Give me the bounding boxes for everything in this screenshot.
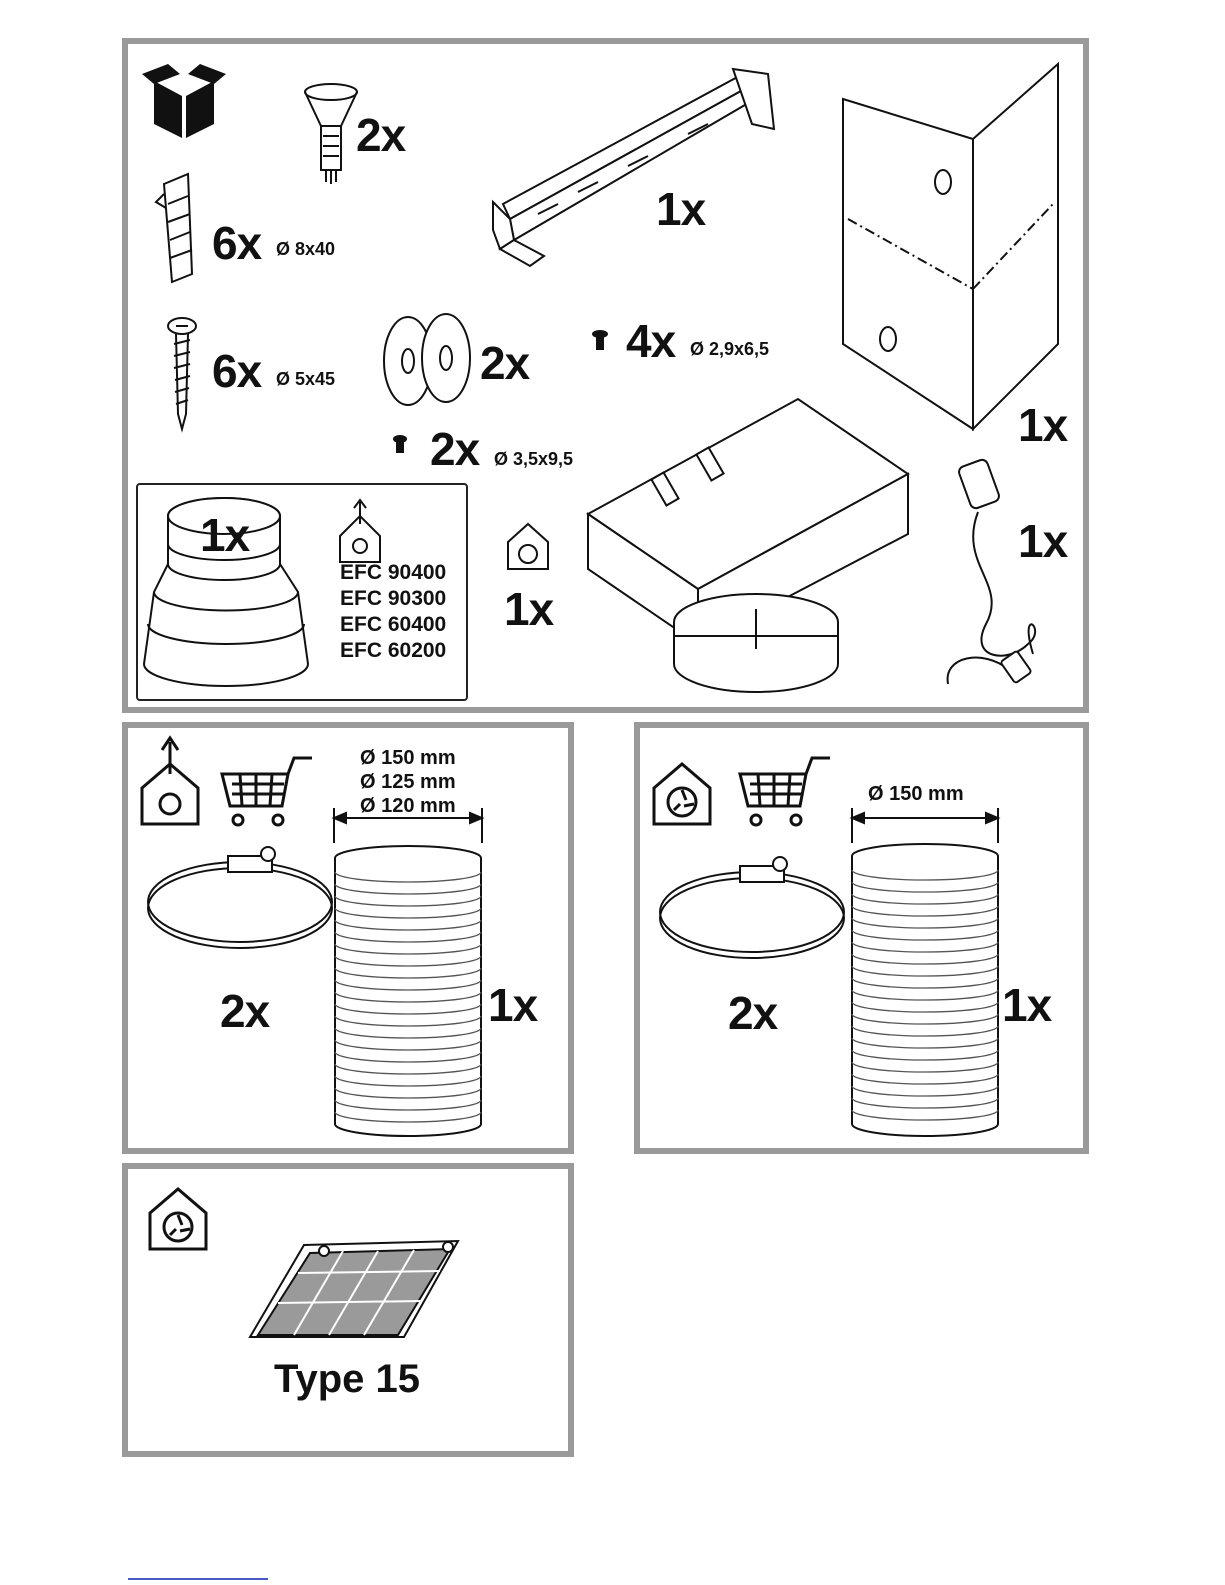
filter-illustration xyxy=(128,1169,568,1451)
small-screw-b-quantity: 2x xyxy=(430,426,479,472)
filter-type-label: Type 15 xyxy=(274,1359,420,1399)
model-label: EFC 60400 xyxy=(340,614,446,635)
hose-quantity: 1x xyxy=(1002,982,1051,1028)
model-label: EFC 60200 xyxy=(340,640,446,661)
screw-quantity: 2x xyxy=(356,112,405,158)
pipe-clamp-icon xyxy=(148,847,332,948)
ducted-illustration xyxy=(128,728,568,1148)
small-screw-b-diameter: Ø 3,5x9,5 xyxy=(494,450,573,468)
wall-bracket-icon xyxy=(493,69,774,266)
hose-quantity: 1x xyxy=(488,982,537,1028)
footer-link-underline xyxy=(128,1578,268,1580)
pipe-clamp-icon xyxy=(660,857,844,958)
model-label: EFC 90300 xyxy=(340,588,446,609)
plug-quantity: 6x xyxy=(212,220,261,266)
carbon-filter-panel: Type 15 xyxy=(122,1163,574,1457)
carbon-filter-icon xyxy=(250,1241,458,1337)
adapter-box-quantity: 1x xyxy=(504,586,553,632)
cable-quantity: 1x xyxy=(1018,518,1067,564)
woodscrew-quantity: 6x xyxy=(212,348,261,394)
recirculation-accessories-panel: Ø 150 mm 2x 1x xyxy=(634,722,1089,1154)
small-screw-a-quantity: 4x xyxy=(626,318,675,364)
hose-diameter: Ø 150 mm xyxy=(360,748,456,768)
house-extraction-icon xyxy=(142,738,198,824)
reducer-quantity: 1x xyxy=(200,512,249,558)
washer-quantity: 2x xyxy=(480,340,529,386)
clamp-quantity: 2x xyxy=(220,988,269,1034)
power-cable-icon xyxy=(948,458,1036,684)
wood-screw-icon xyxy=(168,318,196,429)
countersunk-screw-icon xyxy=(305,84,357,184)
washer-icon xyxy=(384,314,470,405)
chimney-quantity: 1x xyxy=(1018,402,1067,448)
house-recirculation-icon xyxy=(508,524,548,569)
flexible-hose-icon xyxy=(335,846,481,1136)
hose-diameter: Ø 125 mm xyxy=(360,772,456,792)
cart-icon xyxy=(740,758,830,825)
hose-diameter: Ø 150 mm xyxy=(868,784,964,804)
small-screw-a-diameter: Ø 2,9x6,5 xyxy=(690,340,769,358)
model-label: EFC 90400 xyxy=(340,562,446,583)
chimney-cover-icon xyxy=(843,64,1068,429)
bracket-quantity: 1x xyxy=(656,186,705,232)
contents-panel: 2x 1x 6x Ø 8x40 6x Ø 5x45 2x 4x Ø 2,9x6,… xyxy=(122,38,1089,713)
flexible-hose-icon xyxy=(852,844,998,1136)
house-recirculation-icon xyxy=(654,764,710,824)
cart-icon xyxy=(222,758,312,825)
wall-plug-icon xyxy=(156,174,192,282)
adapter-box-icon xyxy=(588,399,908,692)
hose-diameter: Ø 120 mm xyxy=(360,796,456,816)
clamp-quantity: 2x xyxy=(728,990,777,1036)
dimension-arrow-icon xyxy=(852,808,998,843)
plug-diameter: Ø 8x40 xyxy=(276,240,335,258)
ducted-accessories-panel: Ø 150 mm Ø 125 mm Ø 120 mm 2x 1x xyxy=(122,722,574,1154)
box-icon xyxy=(142,64,226,138)
recirculation-illustration xyxy=(640,728,1083,1148)
woodscrew-diameter: Ø 5x45 xyxy=(276,370,335,388)
house-recirculation-icon xyxy=(150,1189,206,1249)
